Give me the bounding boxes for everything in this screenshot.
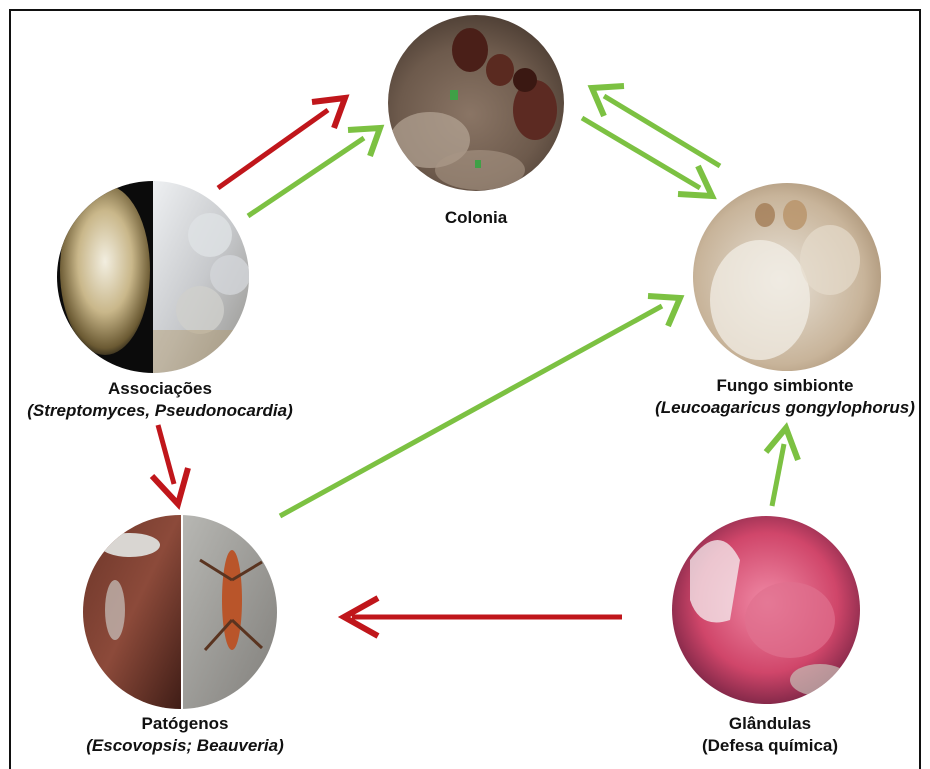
colonia-label: Colonia — [416, 207, 536, 229]
fungo-subtitle: (Leucoagaricus gongylophorus) — [640, 397, 930, 419]
patogenos-label: Patógenos (Escovopsis; Beauveria) — [60, 713, 310, 757]
arrow-associacoes-to-colonia — [218, 98, 345, 188]
patogenos-subtitle: (Escovopsis; Beauveria) — [60, 735, 310, 757]
arrow-fungo-to-colonia — [592, 86, 720, 166]
fungo-photo — [690, 180, 890, 380]
arrow-associacoes-to-colonia-green — [248, 128, 380, 216]
colonia-photo — [380, 10, 580, 200]
glandulas-title: Glândulas — [660, 713, 880, 735]
glandulas-photo — [670, 515, 865, 710]
arrow-glandulas-to-fungo — [766, 428, 798, 506]
associacoes-photo — [55, 180, 253, 380]
associacoes-subtitle: (Streptomyces, Pseudonocardia) — [10, 400, 310, 422]
glandulas-label: Glândulas (Defesa química) — [660, 713, 880, 757]
fungo-label: Fungo simbionte (Leucoagaricus gongyloph… — [640, 375, 930, 419]
fungo-title: Fungo simbionte — [640, 375, 930, 397]
patogenos-title: Patógenos — [60, 713, 310, 735]
arrow-colonia-to-fungo — [582, 118, 712, 196]
arrow-patogenos-to-fungo — [280, 296, 680, 516]
associacoes-label: Associações (Streptomyces, Pseudonocardi… — [10, 378, 310, 422]
arrow-glandulas-to-patogenos — [344, 598, 622, 636]
colonia-title: Colonia — [416, 207, 536, 229]
associacoes-title: Associações — [10, 378, 310, 400]
arrow-associacoes-to-patogenos — [152, 425, 188, 504]
glandulas-subtitle: (Defesa química) — [660, 735, 880, 757]
